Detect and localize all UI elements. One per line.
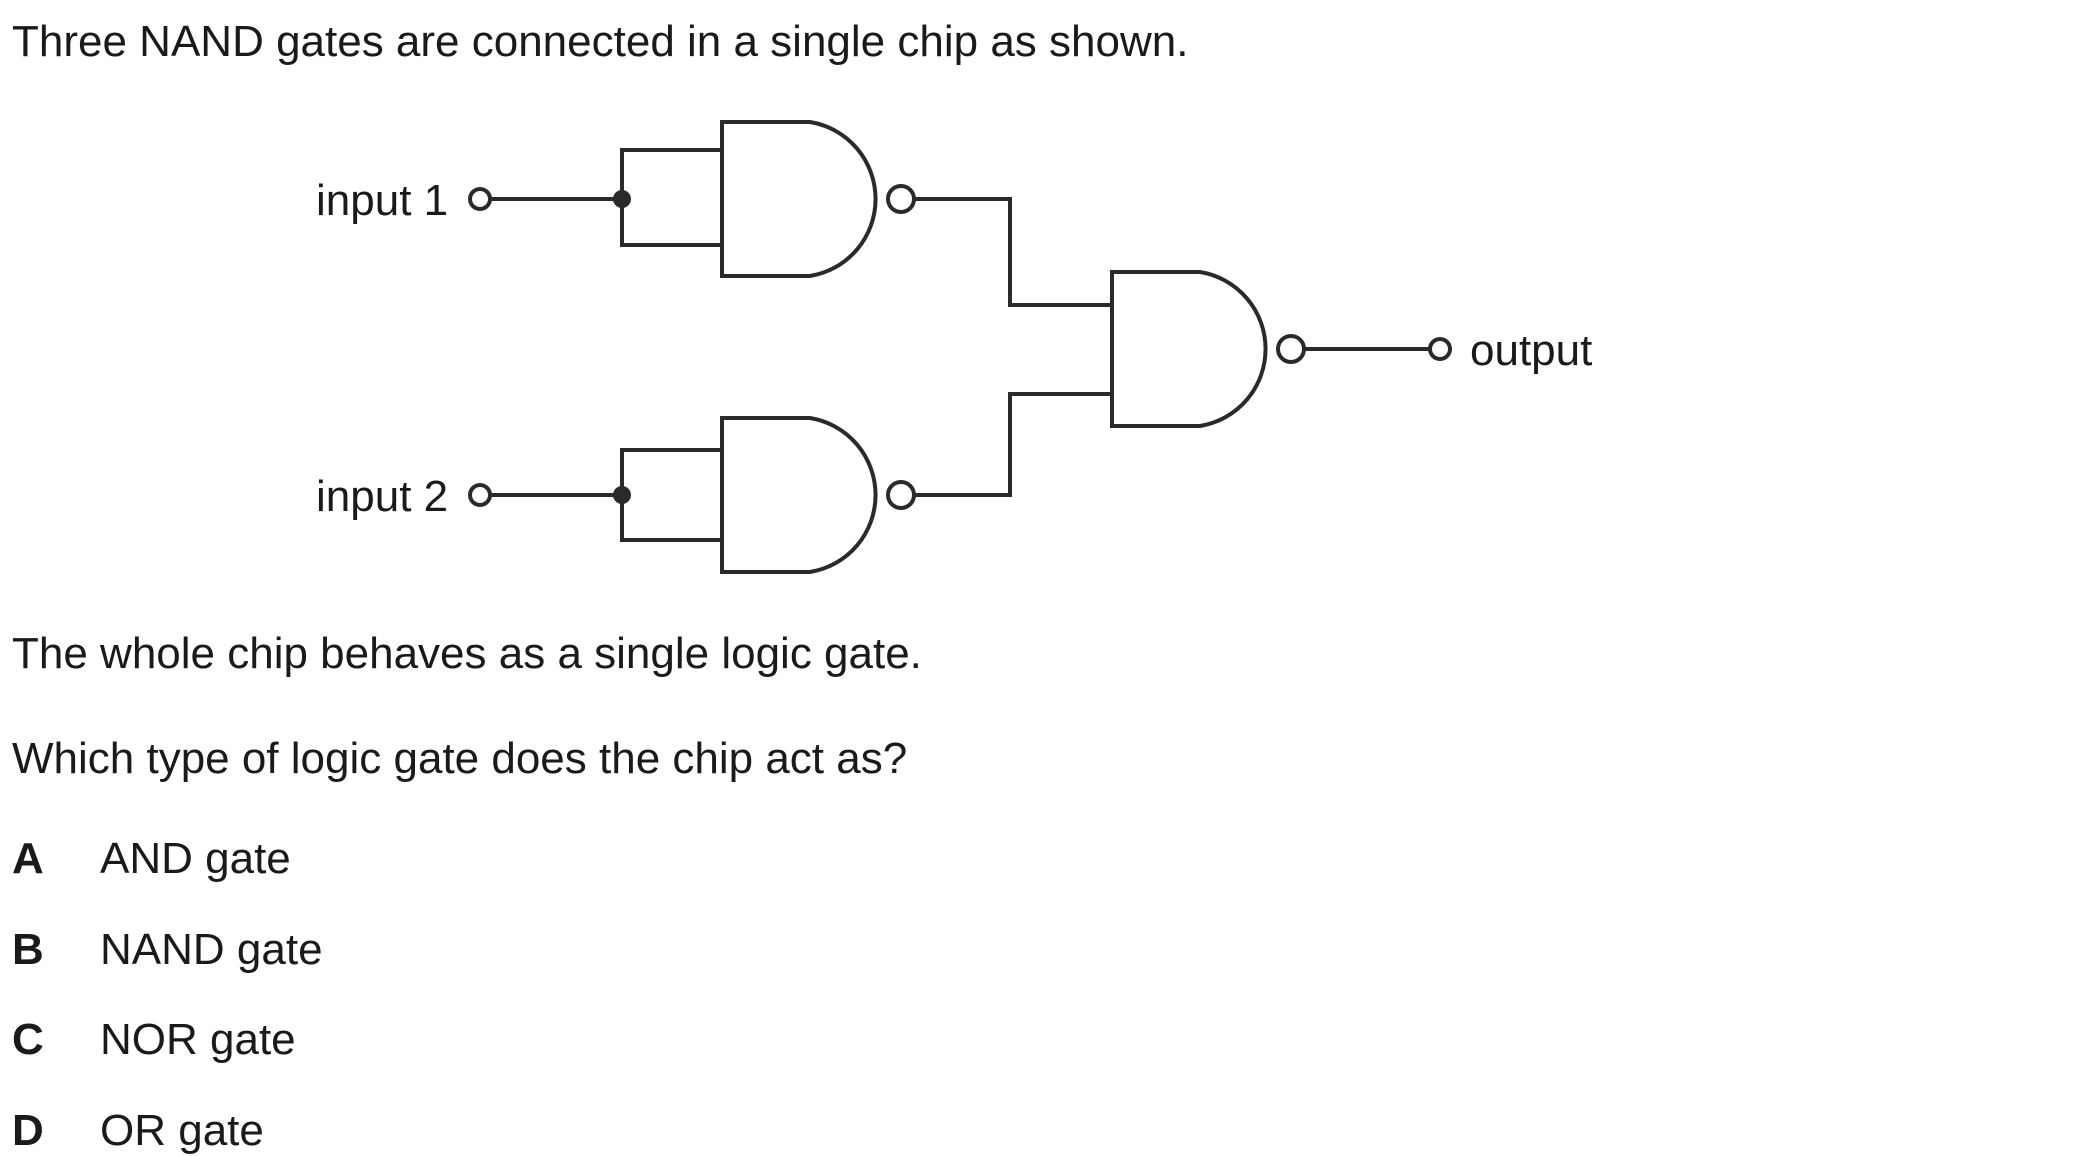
nand-gate-1	[720, 120, 878, 278]
output-terminal	[1428, 337, 1452, 361]
gate-1-output-wire	[914, 197, 1112, 307]
nand-gate-1-bubble	[886, 184, 916, 214]
input-2-tied-inputs	[620, 448, 722, 542]
nand-gate-2	[720, 416, 878, 574]
nand-gate-3-bubble	[1276, 334, 1306, 364]
output-label: output	[1470, 326, 1592, 375]
option-a[interactable]: A AND gate	[12, 837, 291, 881]
option-c[interactable]: C NOR gate	[12, 1018, 296, 1062]
input-1-terminal	[468, 187, 492, 211]
option-a-text: AND gate	[100, 834, 291, 883]
input-1-tied-inputs	[620, 148, 722, 247]
option-b-text: NAND gate	[100, 925, 323, 974]
option-a-letter: A	[12, 834, 44, 883]
option-c-text: NOR gate	[100, 1015, 296, 1064]
input-2-label: input 2	[316, 472, 448, 521]
question-intro: Three NAND gates are connected in a sing…	[12, 17, 1189, 66]
option-b[interactable]: B NAND gate	[12, 928, 323, 972]
nand-gate-2-bubble	[886, 480, 916, 510]
option-b-letter: B	[12, 925, 44, 974]
option-d[interactable]: D OR gate	[12, 1109, 264, 1153]
question-prompt: Which type of logic gate does the chip a…	[12, 734, 908, 783]
gate-2-output-wire	[914, 392, 1112, 497]
input-2-terminal	[468, 483, 492, 507]
nand-gate-3	[1110, 270, 1268, 428]
option-d-letter: D	[12, 1106, 44, 1155]
option-c-letter: C	[12, 1015, 44, 1064]
input-1-label: input 1	[316, 176, 448, 225]
nand-circuit-diagram: input 1 input 2 output	[316, 120, 1592, 574]
question-statement: The whole chip behaves as a single logic…	[12, 629, 922, 678]
option-d-text: OR gate	[100, 1106, 264, 1155]
